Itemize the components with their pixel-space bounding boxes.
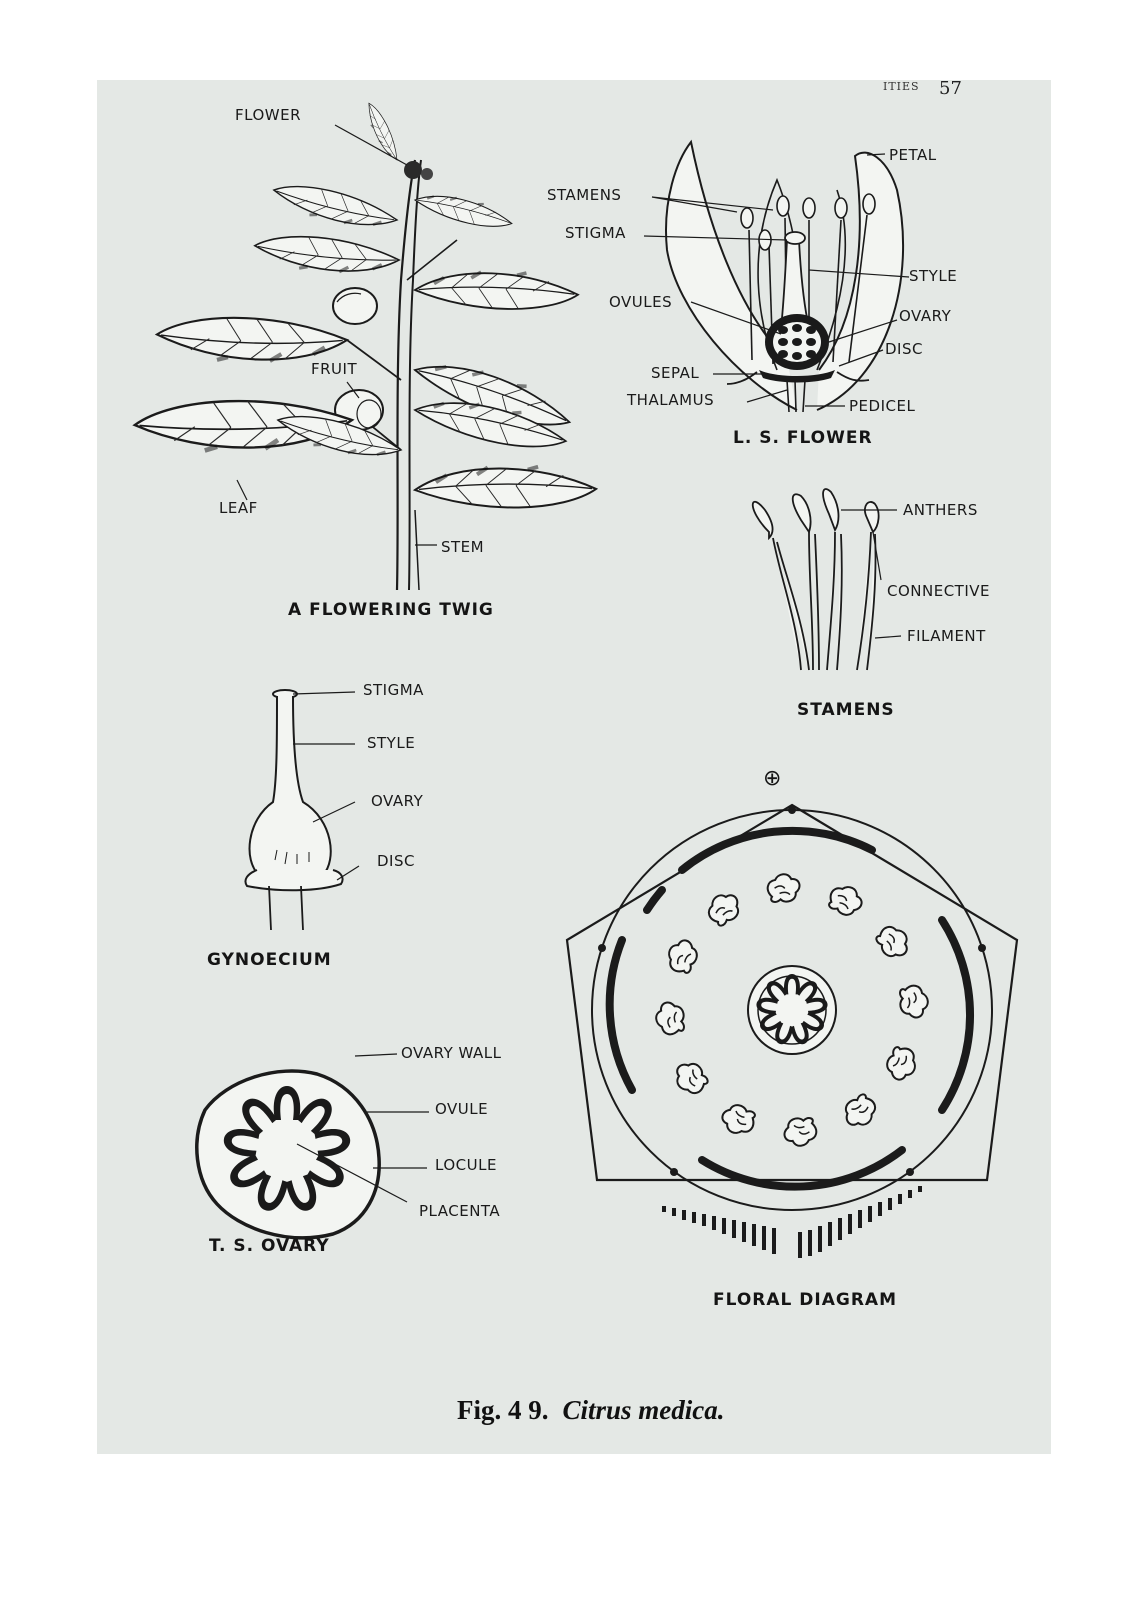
label-petal: PETAL xyxy=(889,146,937,164)
label-gyn-ovary: OVARY xyxy=(371,792,424,810)
label-ovule: OVULE xyxy=(435,1100,489,1118)
label-anthers: ANTHERS xyxy=(903,501,978,519)
label-ovary: OVARY xyxy=(899,307,952,325)
running-head: ITIES xyxy=(883,80,920,93)
label-ovules: OVULES xyxy=(609,293,673,311)
figure-caption: Fig. 4 9. Citrus medica. xyxy=(457,1395,725,1426)
label-disc: DISC xyxy=(885,340,923,358)
label-style: STYLE xyxy=(909,267,958,285)
label-locule: LOCULE xyxy=(435,1156,497,1174)
figure-number: Fig. 4 9. xyxy=(457,1395,549,1425)
floral-diagram-drawing xyxy=(565,803,1019,1258)
gynoecium-drawing xyxy=(244,689,360,931)
label-thalamus: THALAMUS xyxy=(627,391,715,409)
floral-diagram-title: FLORAL DIAGRAM xyxy=(713,1290,897,1310)
twig-title: A FLOWERING TWIG xyxy=(288,600,494,620)
label-placenta: PLACENTA xyxy=(419,1202,501,1220)
label-gyn-disc: DISC xyxy=(377,852,415,870)
label-stamens: STAMENS xyxy=(547,186,622,204)
label-filament: FILAMENT xyxy=(907,627,986,645)
ls-flower-drawing xyxy=(643,139,910,413)
flowering-twig-drawing xyxy=(133,99,600,591)
label-leaf: LEAF xyxy=(219,499,258,517)
label-stigma: STIGMA xyxy=(565,224,626,242)
actinomorphic-symbol: ⊕ xyxy=(763,766,783,791)
ts-ovary-drawing xyxy=(195,1053,429,1240)
gynoecium-title: GYNOECIUM xyxy=(207,950,332,970)
label-ovary-wall: OVARY WALL xyxy=(401,1044,502,1062)
label-flower: FLOWER xyxy=(235,106,301,124)
label-gyn-style: STYLE xyxy=(367,734,416,752)
page-number: 57 xyxy=(939,80,962,99)
label-connective: CONNECTIVE xyxy=(887,582,990,600)
book-page: ITIES 57 FLOWER FRUIT LEAF STEM A FLOWER… xyxy=(97,80,1051,1454)
label-gyn-stigma: STIGMA xyxy=(363,681,424,699)
stamens-drawing xyxy=(751,488,902,671)
species-name: Citrus medica. xyxy=(562,1395,725,1425)
label-pedicel: PEDICEL xyxy=(849,397,916,415)
ls-flower-title: L. S. FLOWER xyxy=(733,428,873,448)
ts-ovary-title: T. S. OVARY xyxy=(209,1236,330,1256)
illustration xyxy=(97,99,1019,1258)
label-fruit: FRUIT xyxy=(311,360,358,378)
stamens-title: STAMENS xyxy=(797,700,895,720)
label-stem: STEM xyxy=(441,538,485,556)
label-sepal: SEPAL xyxy=(651,364,700,382)
